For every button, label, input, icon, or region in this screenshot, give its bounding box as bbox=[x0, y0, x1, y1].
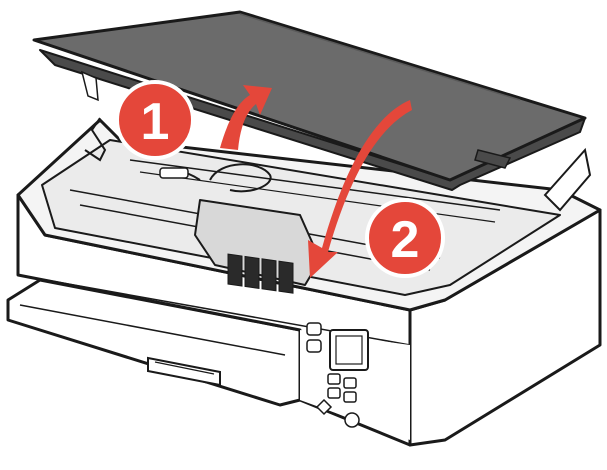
print-head-carriage bbox=[159, 163, 321, 294]
control-panel bbox=[300, 322, 410, 440]
ink-cartridges bbox=[227, 253, 294, 294]
step-2-arrow bbox=[308, 100, 412, 278]
scanner-lid bbox=[32, 10, 587, 191]
step-1-badge: 1 bbox=[115, 80, 195, 160]
circle-icon bbox=[344, 412, 360, 428]
step-2-badge: 2 bbox=[365, 198, 445, 278]
step-1-arrow bbox=[220, 85, 272, 150]
step-1-number: 1 bbox=[141, 93, 170, 151]
diamond-icon bbox=[315, 398, 333, 416]
button-icon bbox=[306, 322, 322, 336]
button-icon bbox=[306, 339, 322, 353]
step-2-number: 2 bbox=[391, 211, 420, 269]
